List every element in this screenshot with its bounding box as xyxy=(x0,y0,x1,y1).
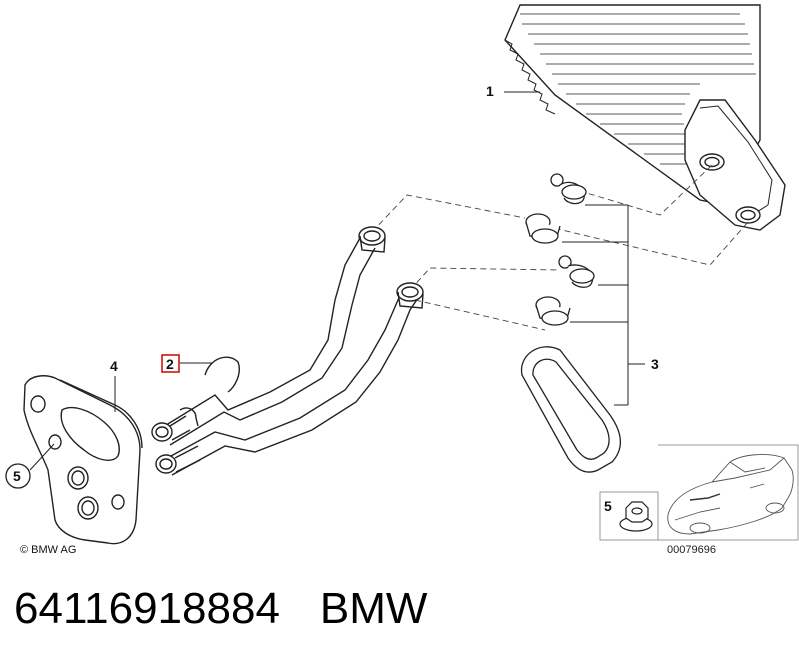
leader-line-5-left xyxy=(29,443,55,471)
hose-clamp-bottom xyxy=(558,255,595,288)
callout-2-highlight-box xyxy=(161,354,180,373)
footer: 64116918884 BMW xyxy=(14,584,427,634)
callout-4: 4 xyxy=(110,358,118,374)
mounting-plate xyxy=(23,375,143,545)
hose-clamp-top xyxy=(550,173,587,205)
parts-diagram: 1 xyxy=(5,4,799,556)
callout-5-inset: 5 xyxy=(604,498,612,514)
nut-icon xyxy=(619,501,653,532)
seal-ring-top xyxy=(525,213,561,244)
callout-3: 3 xyxy=(651,356,659,372)
callout-5-circle-left xyxy=(5,463,31,489)
callout-3-bracket xyxy=(562,204,645,406)
callout-2: 2 xyxy=(166,356,174,372)
car-silhouette-icon xyxy=(667,454,794,535)
assembly-dashed-lines xyxy=(371,164,749,331)
flat-gasket xyxy=(520,346,622,473)
heater-pipes xyxy=(151,226,424,476)
callout-1: 1 xyxy=(486,83,494,99)
brand-name: BMW xyxy=(319,584,428,633)
inset-box xyxy=(599,444,799,541)
callout-5-left: 5 xyxy=(13,468,21,484)
clamps-and-seals xyxy=(520,173,622,473)
copyright-text: © BMW AG xyxy=(20,544,76,556)
part-number: 64116918884 xyxy=(14,584,280,633)
inset-car-frame xyxy=(658,444,799,541)
reference-number: 00079696 xyxy=(667,544,716,556)
heater-core-radiator xyxy=(504,4,786,231)
seal-ring-bottom xyxy=(535,296,571,326)
